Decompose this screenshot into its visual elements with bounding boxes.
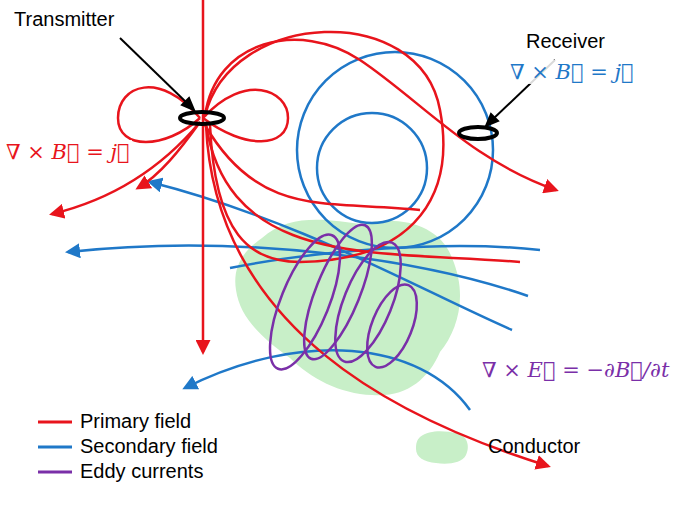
legend-line	[38, 445, 72, 448]
field-graphic	[459, 127, 497, 139]
legend-text: Conductor	[488, 435, 580, 458]
coil	[180, 112, 497, 139]
receiver-label: Receiver	[524, 30, 607, 53]
legend-text: Eddy currents	[80, 460, 203, 483]
secondary-field	[68, 52, 540, 410]
legend-line-sample	[38, 417, 72, 427]
field-graphic	[486, 114, 498, 126]
field-graphic	[180, 112, 224, 124]
eddy-currents	[256, 217, 427, 378]
field-graphic	[68, 246, 528, 296]
equation-label: ∇ × B⃗ = j⃗	[508, 60, 636, 84]
legend-line	[38, 420, 72, 423]
legend-text: Primary field	[80, 410, 191, 433]
field-graphic	[205, 125, 420, 210]
field-graphic	[182, 98, 194, 110]
field-graphic	[206, 125, 548, 466]
field-graphic	[185, 350, 470, 410]
legend-text: Secondary field	[80, 435, 218, 458]
legend-line-sample	[38, 467, 72, 477]
equation-label: ∇ × B⃗ = j⃗	[4, 140, 132, 164]
field-graphic	[206, 125, 520, 262]
field-graphic	[230, 246, 540, 268]
field-graphic	[297, 52, 493, 248]
legend-line	[38, 470, 72, 473]
legend-line-sample	[38, 442, 72, 452]
field-graphic	[120, 38, 188, 104]
field-graphic	[52, 122, 200, 214]
transmitter-label: Transmitter	[12, 8, 116, 31]
field-graphic	[203, 90, 288, 141]
field-graphic	[357, 278, 427, 375]
pointer-arrow	[120, 38, 555, 126]
legend-swatch	[412, 427, 472, 467]
field-graphic	[202, 0, 205, 352]
primary-field	[52, 0, 556, 466]
field-graphic	[205, 32, 443, 262]
equation-label: ∇ × E⃗ = −∂B⃗/∂t	[480, 358, 671, 382]
field-graphic	[205, 40, 556, 190]
legend-swatch-shape	[416, 431, 468, 464]
field-graphic	[256, 226, 354, 377]
